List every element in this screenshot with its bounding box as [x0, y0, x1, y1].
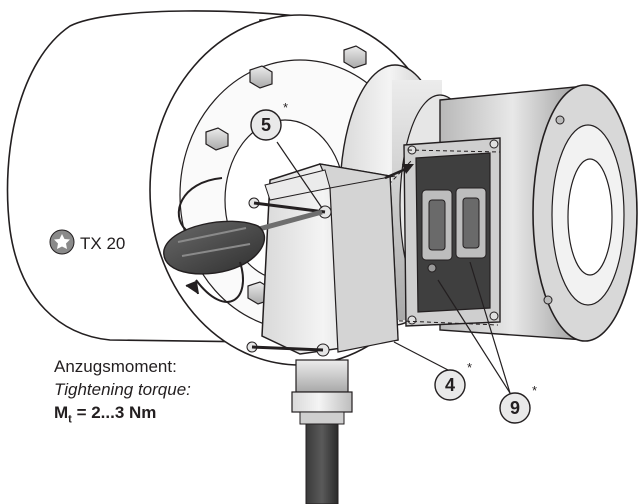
rotation-arrow — [177, 177, 244, 303]
callout-5: 5 * — [250, 100, 288, 141]
insertion-arrow — [384, 164, 414, 180]
torque-range: = 2...3 Nm — [76, 403, 157, 422]
dsub-connector-right — [455, 187, 487, 259]
svg-text:*: * — [467, 360, 472, 375]
callout-4: 4 * — [434, 360, 472, 401]
torque-specification: Anzugsmoment: Tightening torque: Mt = 2.… — [54, 355, 191, 431]
connector-hood — [246, 163, 399, 357]
torque-subscript: t — [68, 413, 72, 426]
svg-text:5: 5 — [261, 115, 271, 135]
torx-star-icon — [49, 229, 75, 255]
sensor-housing — [439, 84, 638, 342]
cable — [305, 423, 339, 504]
torque-label-en: Tightening torque: — [54, 380, 191, 399]
torque-value: Mt = 2...3 Nm — [54, 401, 191, 431]
svg-text:*: * — [532, 383, 537, 398]
torx-tool-indicator: TX 20 — [49, 229, 125, 255]
svg-text:4: 4 — [445, 375, 455, 395]
dsub-connector-left — [421, 189, 453, 261]
connector-plate — [359, 137, 501, 327]
callout-9: 9 * — [499, 383, 537, 424]
torx-size-label: TX 20 — [80, 234, 125, 253]
svg-text:9: 9 — [510, 398, 520, 418]
callout-leaders — [276, 141, 511, 394]
torque-label-de: Anzugsmoment: — [54, 357, 177, 376]
cable-gland — [291, 359, 353, 425]
torque-symbol: M — [54, 403, 69, 422]
svg-text:*: * — [283, 100, 288, 115]
screwdriver — [163, 209, 323, 275]
